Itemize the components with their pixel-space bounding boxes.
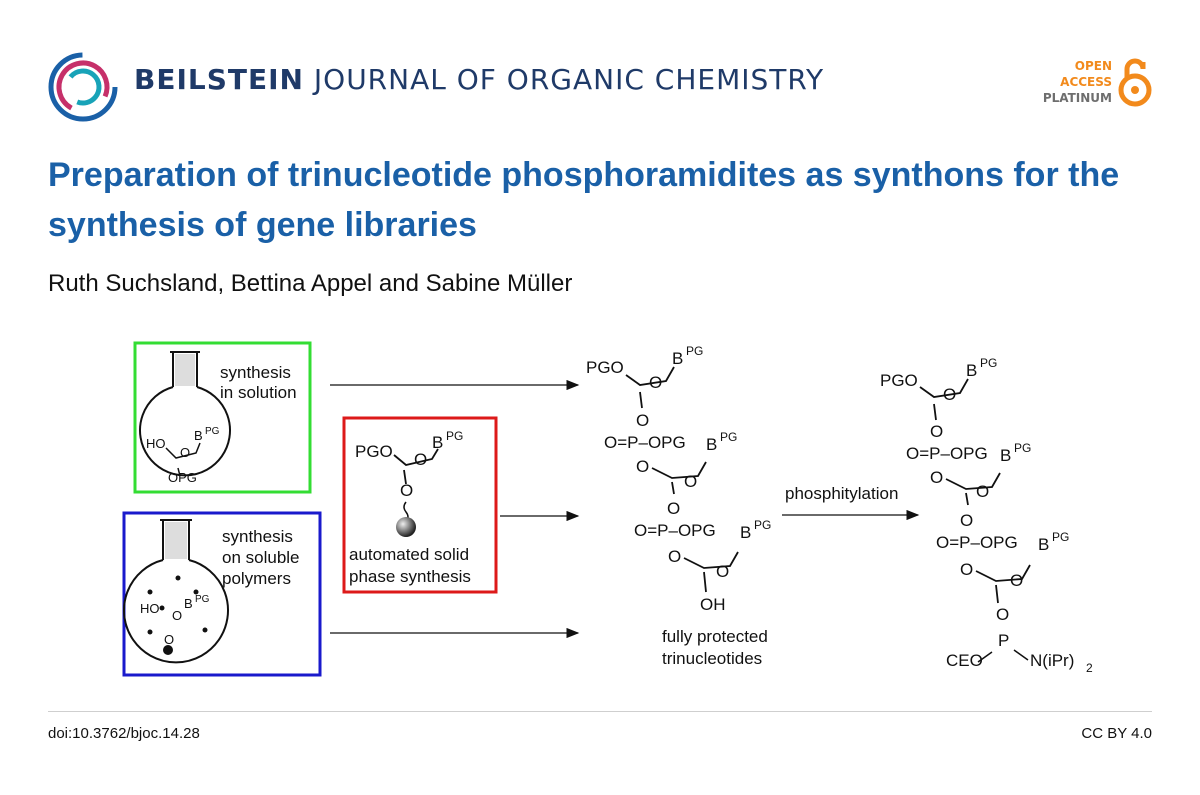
journal-name: BEILSTEIN JOURNAL OF ORGANIC CHEMISTRY [134,63,824,96]
svg-text:O: O [960,511,973,530]
svg-text:O=P–OPG: O=P–OPG [634,521,716,540]
box-polymer-synthesis [122,511,322,677]
box-red-label-2: phase synthesis [349,567,471,586]
journal-name-rest: JOURNAL OF ORGANIC CHEMISTRY [313,63,825,96]
svg-text:O: O [716,562,729,581]
doi-link[interactable]: doi:10.3762/bjoc.14.28 [48,725,200,742]
box-green-label-1: synthesis [220,363,291,382]
svg-text:O: O [996,605,1009,624]
journal-name-bold: BEILSTEIN [134,63,304,96]
svg-text:O: O [668,547,681,566]
solid-support-bead-icon [396,517,416,537]
svg-text:OH: OH [700,595,726,614]
svg-text:O: O [976,482,989,501]
flask-polymer-icon [123,519,229,664]
svg-text:2: 2 [1086,661,1093,675]
svg-text:B: B [1038,535,1049,554]
svg-text:O: O [684,472,697,491]
svg-text:O: O [636,411,649,430]
oa-line-platinum: PLATINUM [1042,91,1112,105]
chem-b-1: B [194,428,203,443]
svg-text:PGO: PGO [586,358,624,377]
box-blue-label-1: synthesis [222,527,293,546]
trinucleotide-structure: PGO O B PG O O=P–OPG B PG O O O O=P–OPG … [586,344,771,614]
svg-text:O: O [930,422,943,441]
chem-ho-2: HO [140,601,160,616]
box-red-label-1: automated solid [349,545,469,564]
svg-text:O: O [1010,571,1023,590]
chem-b-red: B [432,433,443,452]
svg-text:O: O [667,499,680,518]
chem-pg-1: PG [205,426,220,437]
svg-text:B: B [1000,446,1011,465]
svg-text:O=P–OPG: O=P–OPG [936,533,1018,552]
phosphitylation-label: phosphitylation [785,484,898,503]
svg-text:B: B [672,349,683,368]
svg-text:PGO: PGO [880,371,918,390]
chem-o-2: O [172,608,182,623]
svg-text:O: O [636,457,649,476]
box-blue-label-3: polymers [222,569,291,588]
svg-text:CEO: CEO [946,651,983,670]
chem-o-1: O [180,445,190,460]
box-solid-phase-synthesis [342,416,498,594]
svg-text:P: P [998,631,1009,650]
oa-line-open: OPEN [1074,59,1112,73]
box-solution-synthesis [133,341,312,494]
svg-text:B: B [706,435,717,454]
footer-divider [48,711,1152,712]
svg-text:PG: PG [720,430,737,444]
article-authors: Ruth Suchsland, Bettina Appel and Sabine… [48,270,573,297]
beilstein-logo-icon [48,52,118,122]
svg-text:B: B [740,523,751,542]
phosphoramidite-structure: PGO O B PG O O=P–OPG B PG O O O O=P–OPG … [880,356,1093,675]
chem-pgo-red: PGO [355,442,393,461]
svg-text:N(iPr): N(iPr) [1030,651,1074,670]
flask-icon [139,351,231,477]
article-title: Preparation of trinucleotide phosphorami… [48,156,1120,244]
svg-text:PG: PG [686,344,703,358]
svg-text:PG: PG [980,356,997,370]
chem-ho-1: HO [146,436,166,451]
license-label: CC BY 4.0 [1081,725,1152,742]
box-blue-label-2: on soluble [222,548,300,567]
chem-pg-red: PG [446,429,463,443]
svg-text:PG: PG [1014,441,1031,455]
box-green-label-2: in solution [220,383,297,402]
open-access-badge: OPEN ACCESS PLATINUM [1042,56,1152,108]
open-access-lock-icon [1118,58,1152,107]
chem-opg-1: OPG [168,470,197,485]
chem-o-3: O [164,632,174,647]
svg-text:O: O [930,468,943,487]
product-label-1: fully protected [662,627,768,646]
svg-text:PG: PG [754,518,771,532]
oa-line-access: ACCESS [1060,75,1112,89]
svg-text:O=P–OPG: O=P–OPG [906,444,988,463]
chem-b-2: B [184,596,193,611]
graphical-abstract: synthesis in solution HO O B PG OPG synt… [122,341,1093,677]
chem-o-red-ring: O [414,450,427,469]
svg-text:O=P–OPG: O=P–OPG [604,433,686,452]
svg-text:O: O [960,560,973,579]
chem-pg-2: PG [195,594,210,605]
header: BEILSTEIN JOURNAL OF ORGANIC CHEMISTRY O… [0,0,1200,140]
svg-text:PG: PG [1052,530,1069,544]
product-label-2: trinucleotides [662,649,762,668]
svg-text:B: B [966,361,977,380]
chem-o-red-link: O [400,481,413,500]
